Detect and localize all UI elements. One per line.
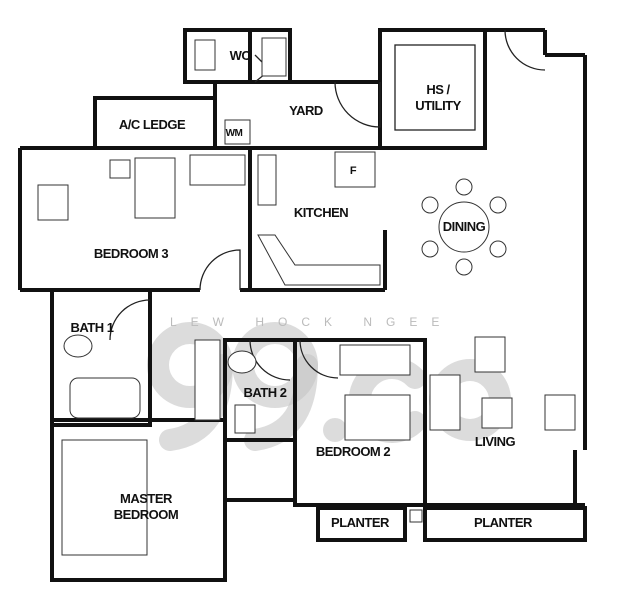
label-dining: DINING [443, 219, 486, 234]
label-bedroom2: BEDROOM 2 [316, 444, 391, 459]
label-wc: WC [230, 48, 252, 63]
label-master-2: BEDROOM [114, 507, 178, 522]
bed-bedroom2 [344, 394, 411, 441]
watermark-developer: LEW HOCK NGEE [170, 315, 453, 329]
room-labels: WC YARD A/C LEDGE WM HS / UTILITY F DINI… [71, 48, 534, 530]
label-bath2: BATH 2 [244, 385, 287, 400]
doors [109, 29, 546, 381]
label-hs-utility-1: HS / [426, 82, 450, 97]
label-planter-2: PLANTER [474, 515, 533, 530]
label-planter-1: PLANTER [331, 515, 390, 530]
label-yard: YARD [289, 103, 323, 118]
furniture [37, 37, 576, 556]
label-living: LIVING [475, 434, 516, 449]
label-fridge: F [350, 165, 357, 177]
label-bedroom3: BEDROOM 3 [94, 246, 169, 261]
label-wm: WM [226, 128, 243, 139]
bed-bedroom3 [134, 157, 176, 219]
bed-master [61, 439, 148, 556]
label-bath1: BATH 1 [71, 320, 114, 335]
label-master-1: MASTER [120, 491, 173, 506]
label-ac-ledge: A/C LEDGE [119, 117, 186, 132]
label-kitchen: KITCHEN [294, 205, 348, 220]
label-hs-utility-2: UTILITY [415, 98, 461, 113]
